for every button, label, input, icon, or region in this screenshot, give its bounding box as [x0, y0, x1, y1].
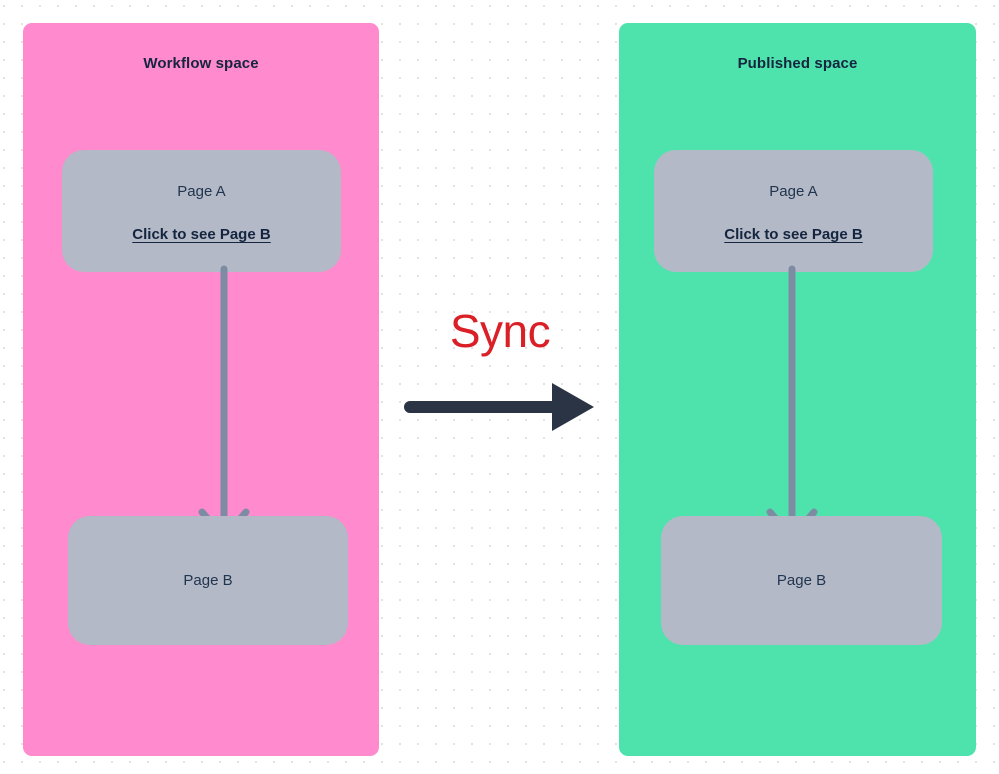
published-page-b-card[interactable]: Page B: [661, 516, 942, 645]
workflow-connector-arrow-down: [198, 265, 250, 542]
workflow-space-title: Workflow space: [143, 55, 259, 72]
workflow-page-a-link[interactable]: Click to see Page B: [132, 226, 271, 243]
workflow-page-a-title: Page A: [177, 183, 226, 200]
published-page-a-title: Page A: [769, 183, 818, 200]
workflow-space-panel[interactable]: Workflow space Page A Click to see Page …: [23, 23, 379, 756]
workflow-page-b-card[interactable]: Page B: [68, 516, 348, 645]
published-page-b-title: Page B: [776, 572, 827, 589]
published-page-a-card[interactable]: Page A Click to see Page B: [654, 150, 933, 272]
published-space-title: Published space: [737, 55, 858, 72]
published-page-a-link[interactable]: Click to see Page B: [724, 226, 863, 243]
sync-label: Sync: [449, 305, 551, 357]
workflow-page-a-card[interactable]: Page A Click to see Page B: [62, 150, 341, 272]
workflow-page-b-title: Page B: [183, 572, 233, 589]
sync-arrow-right-icon: [404, 383, 594, 431]
published-connector-arrow-down: [766, 265, 818, 542]
published-space-panel[interactable]: Published space Page A Click to see Page…: [619, 23, 976, 756]
